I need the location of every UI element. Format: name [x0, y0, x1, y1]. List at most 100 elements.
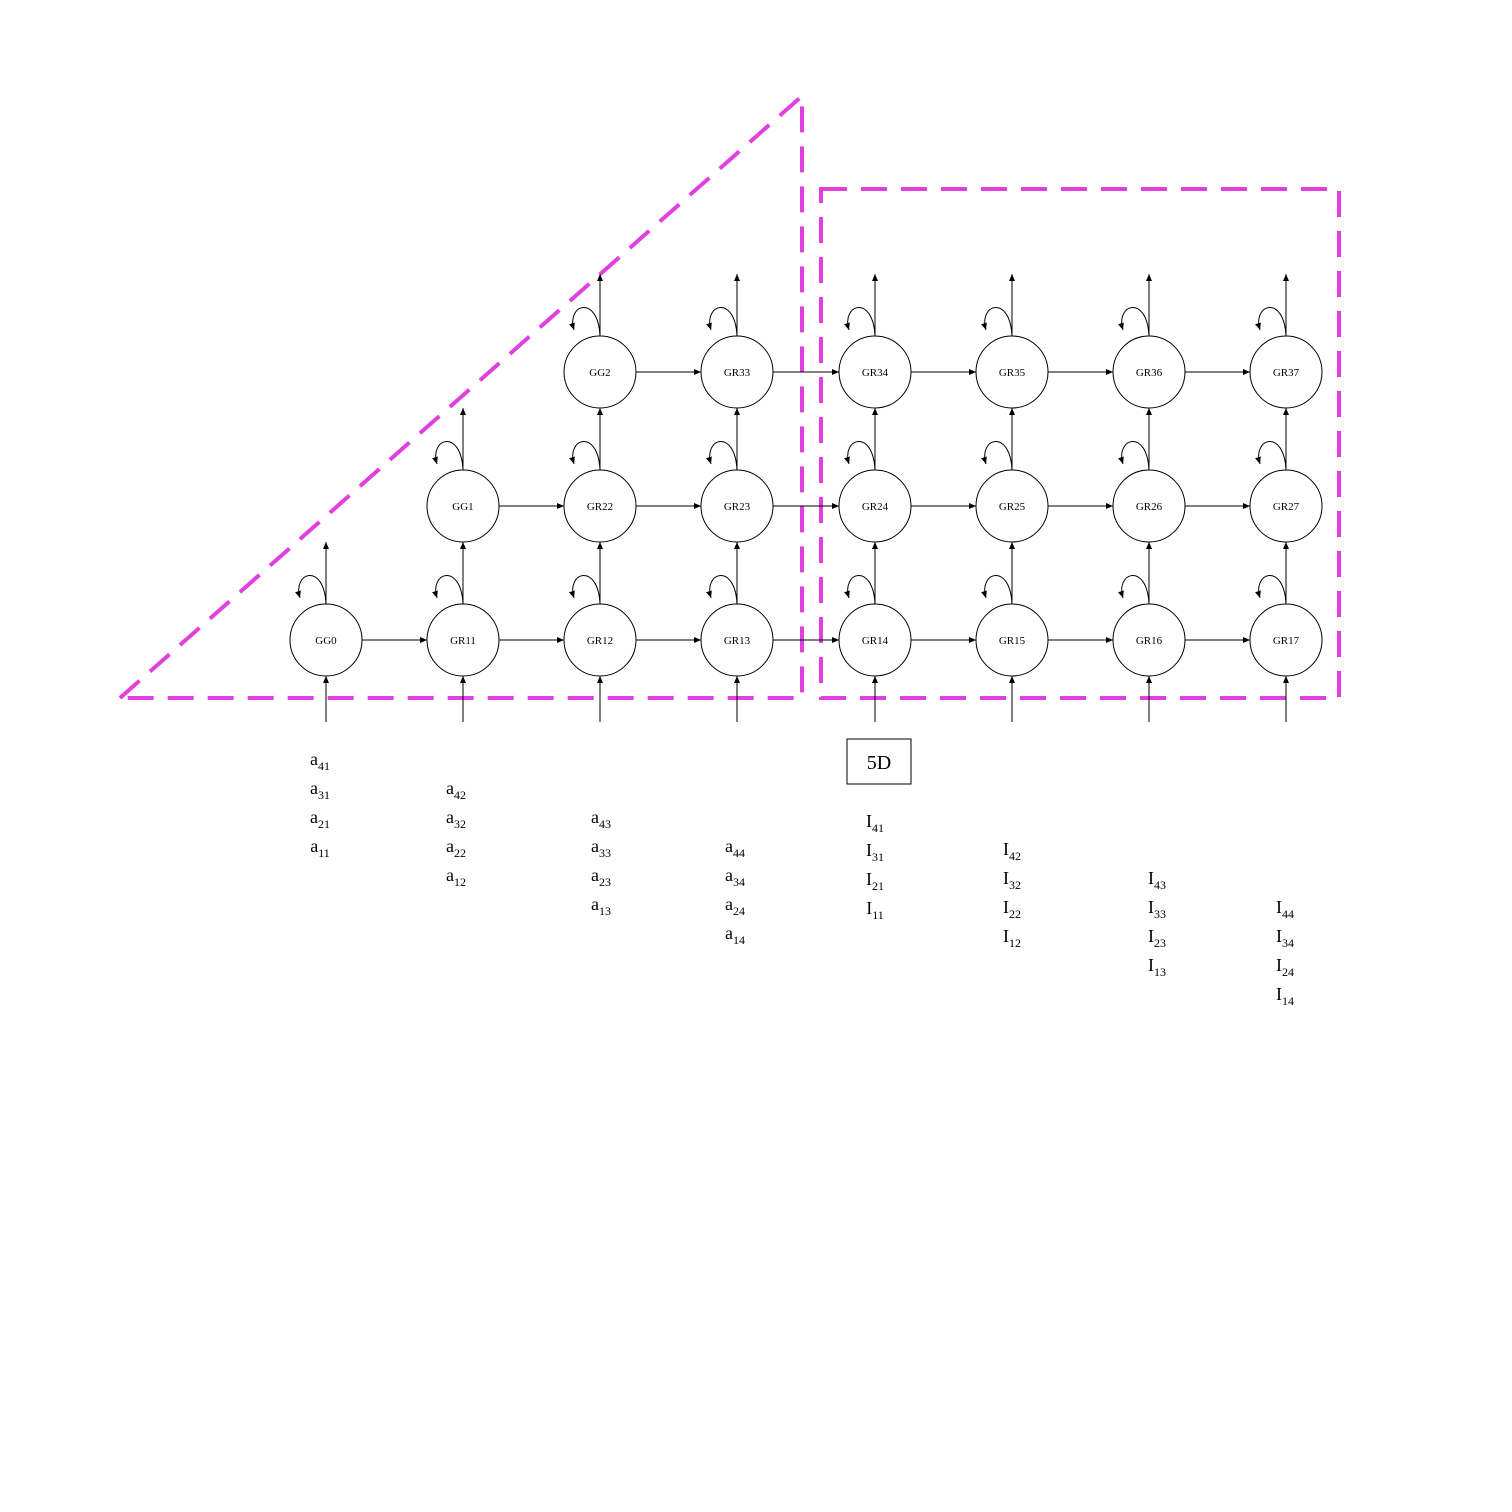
input-element-subscript: 11 — [872, 908, 884, 922]
input-element-subscript: 21 — [872, 879, 884, 893]
input-element: a31 — [310, 778, 330, 802]
input-element-subscript: 34 — [1282, 936, 1294, 950]
5d-box-label: 5D — [867, 752, 891, 774]
node-circle — [1249, 469, 1323, 543]
node-gg0: GG0 — [289, 603, 363, 677]
node-circle — [289, 603, 363, 677]
input-element-subscript: 43 — [599, 817, 611, 831]
input-element-base: I — [866, 811, 872, 831]
node-label: GR14 — [862, 635, 889, 647]
self-loop-arrow — [981, 307, 1013, 337]
input-element-subscript: 32 — [454, 817, 466, 831]
input-element-base: a — [310, 778, 318, 798]
input-element: I11 — [866, 898, 884, 922]
node-circle — [838, 603, 912, 677]
input-element-base: a — [725, 836, 733, 856]
node-gr35: GR35 — [975, 335, 1049, 409]
node-label: GR33 — [724, 367, 751, 379]
input-element-base: a — [446, 807, 454, 827]
node-label: GR16 — [1136, 635, 1163, 647]
self-loop-arrow — [1118, 307, 1150, 337]
self-loop-arrow — [844, 307, 876, 337]
input-element: a44 — [725, 836, 745, 860]
input-element-base: a — [310, 836, 318, 856]
node-label: GG1 — [452, 501, 473, 513]
node-label: GR27 — [1273, 501, 1300, 513]
node-label: GR12 — [587, 635, 613, 647]
input-element: a24 — [725, 894, 745, 918]
edges — [295, 274, 1289, 722]
input-element-base: a — [725, 923, 733, 943]
node-gr25: GR25 — [975, 469, 1049, 543]
input-element-subscript: 24 — [733, 904, 745, 918]
input-element-base: I — [866, 898, 872, 918]
node-gr16: GR16 — [1112, 603, 1186, 677]
input-element-subscript: 41 — [872, 821, 884, 835]
input-element-base: a — [446, 778, 454, 798]
self-loop-arrow — [569, 307, 601, 337]
input-element: a43 — [591, 807, 611, 831]
self-loop-arrow — [981, 441, 1013, 471]
input-element-subscript: 11 — [318, 846, 330, 860]
node-circle — [838, 335, 912, 409]
input-element-base: I — [1276, 897, 1282, 917]
5d-box — [846, 738, 912, 785]
self-loop-arrow — [1255, 575, 1287, 605]
input-element: a11 — [310, 836, 330, 860]
input-element: a34 — [725, 865, 745, 889]
input-element-subscript: 23 — [1154, 936, 1166, 950]
input-element-subscript: 31 — [318, 788, 330, 802]
node-gg2: GG2 — [563, 335, 637, 409]
node-gr26: GR26 — [1112, 469, 1186, 543]
node-circle — [975, 603, 1049, 677]
self-loop-arrow — [706, 441, 738, 471]
node-circle — [563, 603, 637, 677]
input-element-base: a — [310, 749, 318, 769]
input-element: I33 — [1148, 897, 1166, 921]
input-element-subscript: 41 — [318, 759, 330, 773]
input-element-base: a — [446, 865, 454, 885]
input-element: I34 — [1276, 926, 1294, 950]
input-element-subscript: 42 — [454, 788, 466, 802]
input-element-base: I — [1276, 984, 1282, 1004]
input-element-subscript: 22 — [454, 846, 466, 860]
input-element: a23 — [591, 865, 611, 889]
node-label: GR23 — [724, 501, 751, 513]
input-element: a13 — [591, 894, 611, 918]
input-element-base: I — [1276, 926, 1282, 946]
input-element: I13 — [1148, 955, 1166, 979]
node-gr24: GR24 — [838, 469, 912, 543]
input-element: I12 — [1003, 926, 1021, 950]
input-element-base: I — [1148, 897, 1154, 917]
node-circle — [1249, 335, 1323, 409]
self-loop-arrow — [1118, 575, 1150, 605]
node-label: GR36 — [1136, 367, 1163, 379]
input-element: I14 — [1276, 984, 1294, 1008]
input-element: I43 — [1148, 868, 1166, 892]
input-element-base: I — [1003, 839, 1009, 859]
input-element-base: I — [1148, 955, 1154, 975]
node-gg1: GG1 — [426, 469, 500, 543]
input-element-subscript: 44 — [1282, 907, 1294, 921]
node-label: GR11 — [450, 635, 476, 647]
input-element: I41 — [866, 811, 884, 835]
node-gr23: GR23 — [700, 469, 774, 543]
input-element: a14 — [725, 923, 745, 947]
node-label: GR26 — [1136, 501, 1163, 513]
input-element-subscript: 42 — [1009, 849, 1021, 863]
input-element: I21 — [866, 869, 884, 893]
input-element: I31 — [866, 840, 884, 864]
input-element-subscript: 13 — [599, 904, 611, 918]
input-element: a21 — [310, 807, 330, 831]
node-circle — [700, 469, 774, 543]
node-label: GG2 — [589, 367, 610, 379]
input-sequences: a41a31a21a11a42a32a22a12a43a33a23a13a44a… — [310, 749, 1294, 1008]
input-element-base: I — [1003, 897, 1009, 917]
input-element: I44 — [1276, 897, 1294, 921]
self-loop-arrow — [844, 575, 876, 605]
node-label: GR35 — [999, 367, 1026, 379]
node-gr15: GR15 — [975, 603, 1049, 677]
node-gr17: GR17 — [1249, 603, 1323, 677]
input-element-subscript: 22 — [1009, 907, 1021, 921]
